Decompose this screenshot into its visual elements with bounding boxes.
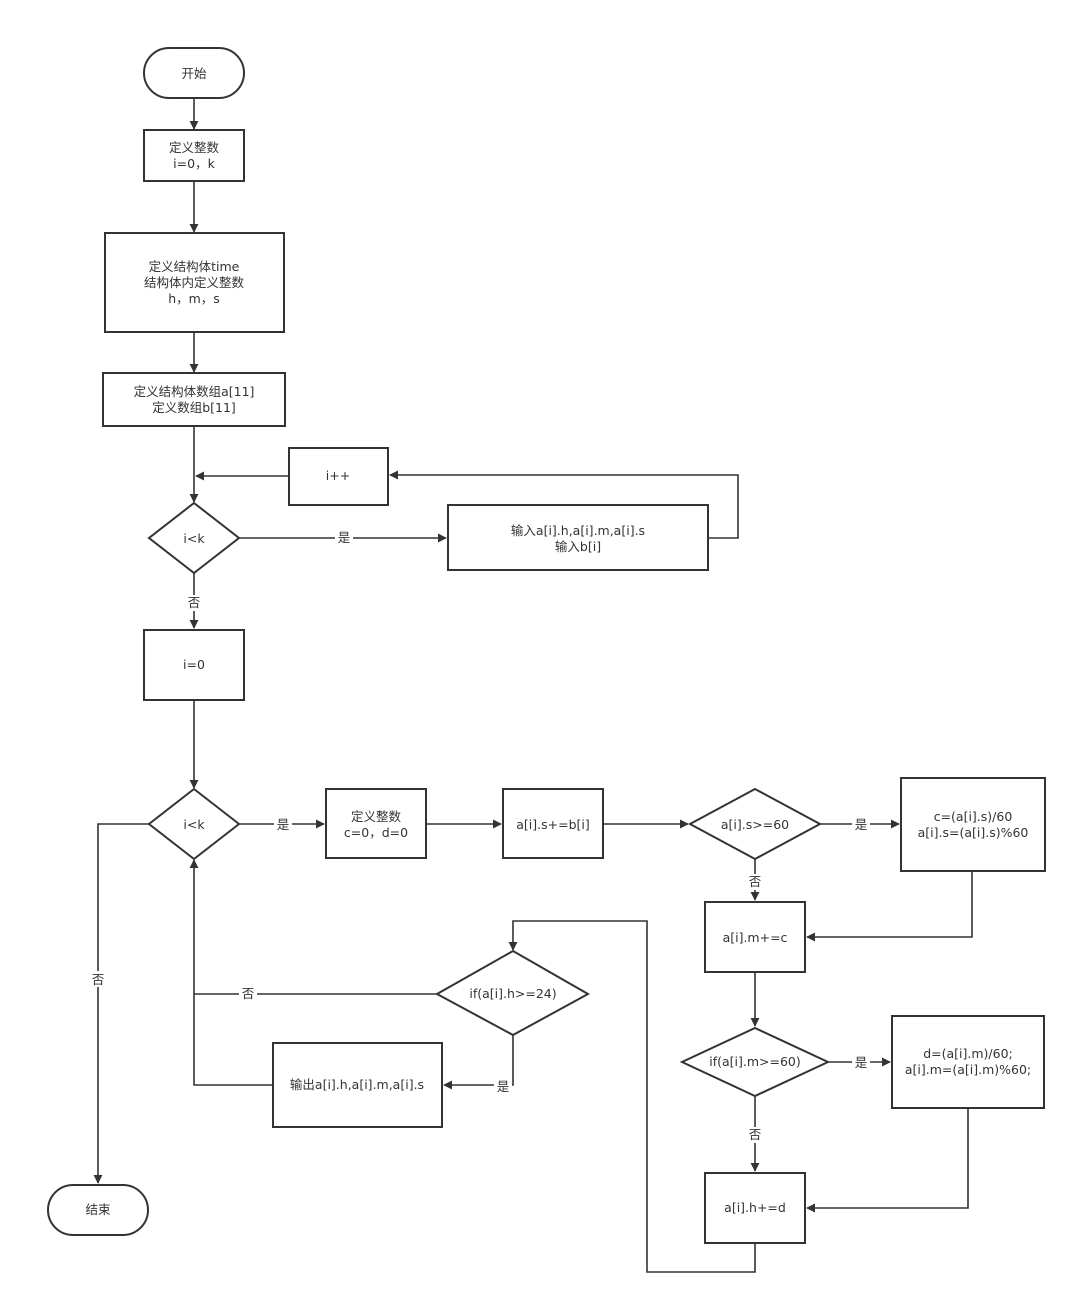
inc-i-box [288, 447, 389, 506]
calc-d-box [891, 1015, 1045, 1109]
edge-calc-c-add-m [806, 871, 973, 942]
add-s-label: a[i].s+=b[i] [516, 817, 589, 832]
add-h-box [704, 1172, 806, 1244]
edge-input-inc-i [389, 470, 739, 539]
define-struct-box [104, 232, 285, 333]
cond1-label: i<k [183, 531, 205, 546]
cond-s-yes-label: 是 [855, 817, 868, 832]
calc-c-line-2: a[i].s=(a[i].s)%60 [918, 825, 1029, 840]
input-line-2: 输入b[i] [555, 539, 601, 554]
cond-m-label: if(a[i].m>=60) [709, 1054, 801, 1069]
reset-i-label: i=0 [183, 657, 205, 672]
define-int-line-1: 定义整数 [169, 140, 220, 155]
cond2-yes-label: 是 [277, 817, 290, 832]
start-terminal [143, 47, 245, 99]
cond1-diamond [147, 501, 241, 575]
output-box [272, 1042, 443, 1128]
calc-d-line-1: d=(a[i].m)/60; [923, 1046, 1013, 1061]
end-label: 结束 [85, 1202, 111, 1217]
calc-c-box [900, 777, 1046, 872]
cond-h-diamond [434, 949, 591, 1037]
define-int-box [143, 129, 245, 182]
edge-labels: 是 否 是 是 否 是 否 否 是 否 [89, 530, 870, 1143]
inc-i-label: i++ [326, 468, 350, 483]
add-h-label: a[i].h+=d [724, 1200, 786, 1215]
calc-c-line-1: c=(a[i].s)/60 [934, 809, 1013, 824]
cond-h-label: if(a[i].h>=24) [469, 986, 556, 1001]
input-line-1: 输入a[i].h,a[i].m,a[i].s [511, 523, 645, 538]
define-arrays-line-2: 定义数组b[11] [152, 400, 236, 415]
define-cd-line-1: 定义整数 [351, 809, 402, 824]
reset-i-box [143, 629, 245, 701]
start-label: 开始 [181, 66, 207, 81]
end-terminal [47, 1184, 149, 1236]
define-struct-line-1: 定义结构体time [149, 259, 240, 274]
input-box [447, 504, 709, 571]
edge-cond2-no-end [93, 823, 149, 1184]
edge-cond-h-yes-output [443, 1035, 514, 1090]
edge-calc-d-add-h [806, 1108, 969, 1213]
cond2-diamond [147, 787, 241, 861]
add-s-box [502, 788, 604, 859]
add-m-box [704, 901, 806, 973]
define-struct-line-3: h，m，s [168, 291, 220, 306]
edge-output-loop [189, 859, 273, 1086]
cond-m-diamond [679, 1026, 831, 1098]
edge-add-h-cond-h [508, 920, 756, 1273]
cond-s-diamond [687, 787, 823, 861]
cond-m-yes-label: 是 [855, 1055, 868, 1070]
define-struct-line-2: 结构体内定义整数 [144, 275, 245, 290]
define-cd-box [325, 788, 427, 859]
define-int-line-2: i=0，k [173, 156, 215, 171]
cond-h-yes-label: 是 [497, 1079, 510, 1094]
cond-s-label: a[i].s>=60 [721, 817, 789, 832]
cond1-no-label: 否 [188, 595, 201, 610]
cond-m-no-label: 否 [749, 1127, 762, 1142]
define-arrays-box [102, 372, 286, 427]
cond1-yes-label: 是 [338, 530, 351, 545]
cond2-no-label: 否 [92, 972, 105, 987]
nodes: 开始 定义整数 i=0，k 定义结构体time 结构体内定义整数 h，m，s 定… [47, 47, 1046, 1244]
calc-d-line-2: a[i].m=(a[i].m)%60; [905, 1062, 1031, 1077]
define-cd-line-2: c=0，d=0 [344, 825, 408, 840]
define-arrays-line-1: 定义结构体数组a[11] [134, 384, 255, 399]
output-label: 输出a[i].h,a[i].m,a[i].s [290, 1077, 424, 1092]
add-m-label: a[i].m+=c [723, 930, 788, 945]
cond-s-no-label: 否 [749, 874, 762, 889]
cond2-label: i<k [183, 817, 205, 832]
cond-h-no-label: 否 [242, 986, 255, 1001]
